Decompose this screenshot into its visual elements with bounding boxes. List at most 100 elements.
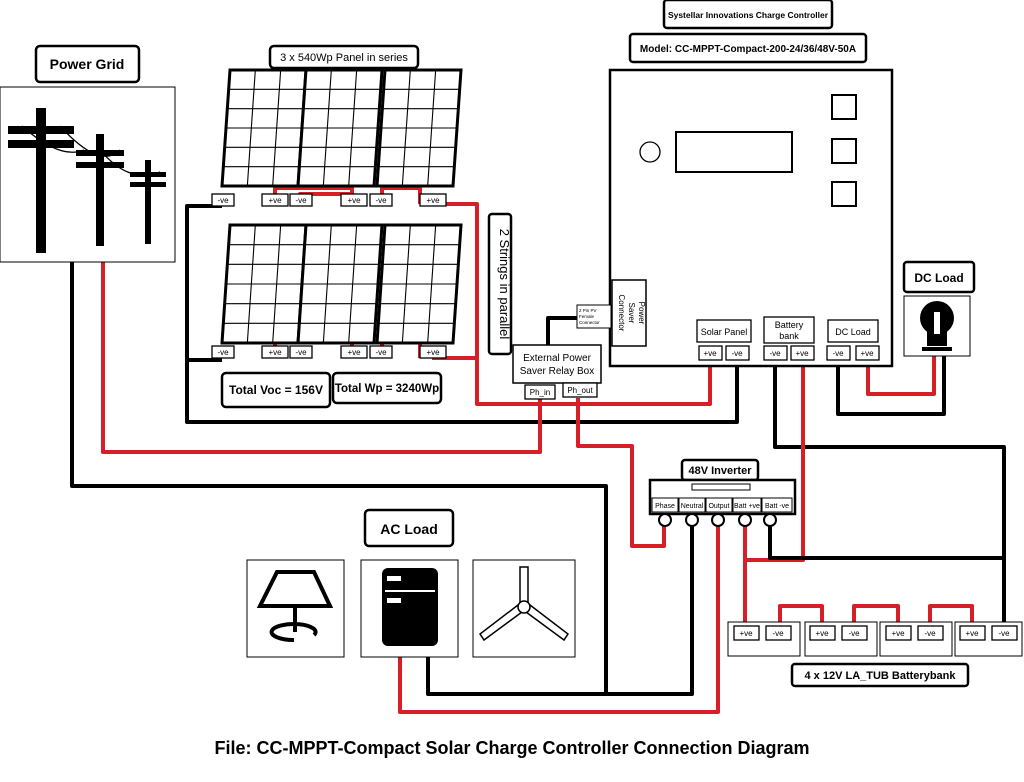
terminal-pos <box>261 193 289 207</box>
inverter-batt-negative <box>768 520 1004 560</box>
inverter-title: 48V Inverter <box>689 465 753 477</box>
terminals-bottom: -ve +ve -ve +ve -ve +ve <box>211 345 447 359</box>
relay-box-label: Saver Relay Box <box>520 366 594 377</box>
controller-button-1[interactable] <box>831 94 857 120</box>
controller-maker-box <box>662 0 834 30</box>
battery-port-label: Battery <box>775 320 804 330</box>
pv-negative-wire <box>185 204 739 424</box>
charge-controller: Systellar Innovations Charge Controller … <box>576 0 894 368</box>
terminal-label: +ve <box>268 348 282 357</box>
relay-ph-out-terminal <box>562 382 598 398</box>
status-led-icon <box>639 141 661 163</box>
terminal-label: -ve <box>772 629 784 638</box>
inverter-output-terminal <box>711 513 725 527</box>
solar-panel <box>220 223 308 345</box>
terminal-label: -ve <box>217 196 229 205</box>
power-saver-label: Connector <box>617 295 626 332</box>
controller-button-2[interactable] <box>831 138 857 164</box>
terminal-label: -ve <box>924 629 936 638</box>
inverter-port-label: Batt -ve <box>765 503 789 510</box>
dc-load-positive <box>866 355 936 396</box>
terminal-label: +ve <box>268 196 282 205</box>
panels-title: 3 x 540Wp Panel in series <box>280 52 408 64</box>
controller-maker: Systellar Innovations Charge Controller <box>668 10 829 20</box>
battery-link <box>928 604 974 622</box>
relay-out-wire <box>576 398 666 548</box>
terminal-label: +ve <box>426 196 440 205</box>
battery-bank-title: 4 x 12V LA_TUB Batterybank <box>805 670 957 682</box>
solar-panel <box>220 68 308 188</box>
ac-load-title: AC Load <box>380 521 438 537</box>
controller-model-box <box>628 32 868 64</box>
refrigerator-icon <box>382 568 438 646</box>
terminal-label: +ve <box>860 349 874 358</box>
battery-4: +ve -ve <box>954 621 1023 657</box>
inverter-port-label: Neutral <box>681 503 704 510</box>
solar-port-label: Solar Panel <box>701 327 748 337</box>
terminal-neg <box>289 193 313 207</box>
total-wp-box <box>331 371 443 405</box>
power-grid-title: Power Grid <box>50 56 125 72</box>
grid-phase-wire <box>101 262 542 454</box>
inverter-port-label: Phase <box>655 503 675 510</box>
terminal-pos <box>419 345 447 359</box>
battery-link <box>778 604 824 622</box>
terminal-label: -ve <box>217 348 229 357</box>
inverter-display <box>691 483 751 491</box>
power-saver-label: Power <box>637 302 646 325</box>
inverter-ports: Phase Neutral Output Batt +ve Batt -ve <box>651 497 793 527</box>
terminal-label: -ve <box>375 348 387 357</box>
terminal-label: +ve <box>347 196 361 205</box>
dc-load-negative <box>836 355 946 416</box>
relay-box-label: External Power <box>523 353 591 364</box>
relay-ph-in-label: Ph_in <box>530 388 550 397</box>
solar-port-label-box <box>696 319 752 343</box>
solar-panel <box>296 223 384 345</box>
dc-load: DC Load <box>902 260 976 357</box>
battery-2: +ve -ve <box>804 621 878 657</box>
battery-bank: +ve -ve +ve -ve +ve -ve +ve -ve 4 x 12V … <box>727 621 1023 688</box>
solar-neg-terminal <box>725 345 750 361</box>
dc-load-title-box <box>902 260 976 294</box>
relay-ph-in-terminal <box>524 384 556 400</box>
terminal-label: +ve <box>347 348 361 357</box>
solar-array: 3 x 540Wp Panel in series -ve +ve -ve +v… <box>211 44 513 409</box>
terminal-pos <box>340 345 368 359</box>
terminal-label: -ve <box>295 196 307 205</box>
pv-connector-label: 2 Pin PV <box>579 308 597 313</box>
light-bulb-icon <box>920 301 954 351</box>
terminal-neg <box>289 345 313 359</box>
inverter-port-label: Output <box>708 503 729 510</box>
dcload-pos-terminal <box>855 345 880 361</box>
battery-negative-bus <box>773 360 1006 622</box>
pv-positive-wire <box>432 202 712 406</box>
controller-button-3[interactable] <box>831 181 857 207</box>
table-lamp-icon <box>256 570 334 643</box>
parallel-label: 2 Strings in parallel <box>497 229 512 340</box>
pv-connector-label: Connector <box>579 320 600 325</box>
relay-ph-out-label: Ph_out <box>567 386 593 395</box>
solar-panel <box>375 223 463 345</box>
controller-lcd-display <box>675 131 793 173</box>
terminal-neg <box>369 193 393 207</box>
terminals-top: -ve +ve -ve +ve -ve +ve <box>211 193 447 207</box>
dcload-port-label-box <box>827 319 879 343</box>
terminal-label: -ve <box>731 349 743 358</box>
power-saver-label-group: Power Saver Connector <box>617 295 646 332</box>
terminal-label: -ve <box>769 349 781 358</box>
solar-pos-terminal <box>698 345 723 361</box>
battery-3: +ve -ve <box>879 621 953 657</box>
inverter-output-wire <box>398 520 720 714</box>
controller-model: Model: CC-MPPT-Compact-200-24/36/48V-50A <box>640 44 856 55</box>
solar-panel <box>296 68 384 188</box>
inverter-phase-terminal <box>658 513 672 527</box>
power-grid: Power Grid <box>0 44 176 263</box>
battery-bank-title-box <box>790 662 970 688</box>
terminal-label: +ve <box>965 629 979 638</box>
dcload-port-label: DC Load <box>835 327 871 337</box>
relay-signal-wire <box>546 316 580 345</box>
battery-pos-terminal <box>790 345 815 361</box>
total-voc-box <box>220 371 332 409</box>
terminal-pos <box>419 193 447 207</box>
